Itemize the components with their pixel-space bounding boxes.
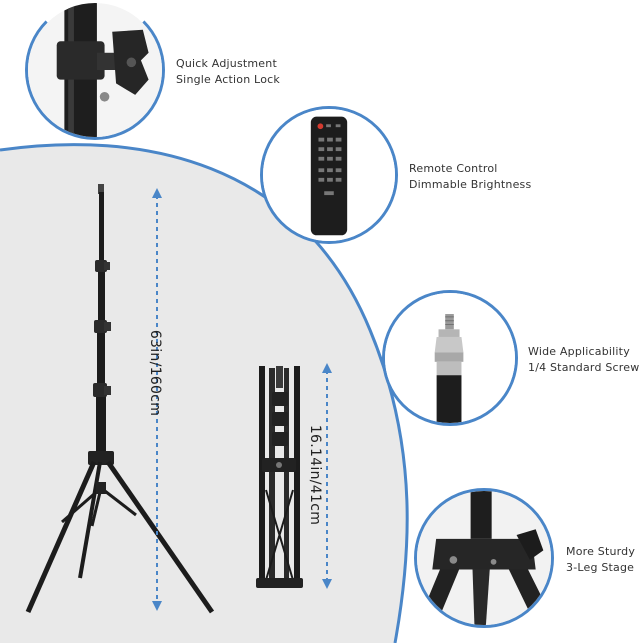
legs-detail-circle: [414, 488, 554, 628]
feature-label-remote: Remote Control Dimmable Brightness: [409, 161, 531, 193]
screw-mount-icon: [385, 293, 515, 423]
lock-detail-circle: [25, 0, 165, 140]
remote-detail-circle: [260, 106, 398, 244]
feature-label-screw: Wide Applicability 1/4 Standard Screw: [528, 344, 639, 376]
screw-detail-circle: [382, 290, 518, 426]
feature-subtitle: Dimmable Brightness: [409, 178, 532, 191]
feature-title: More Sturdy: [566, 545, 636, 558]
feature-title: Quick Adjustment: [176, 57, 277, 70]
feature-title: Wide Applicability: [528, 345, 630, 358]
feature-title: Remote Control: [409, 162, 498, 175]
leg-bracket-icon: [417, 491, 551, 625]
feature-label-lock: Quick Adjustment Single Action Lock: [176, 56, 280, 88]
remote-control-icon: [263, 109, 395, 241]
lock-knob-icon: [28, 3, 162, 137]
feature-subtitle: Single Action Lock: [176, 73, 280, 86]
feature-label-legs: More Sturdy 3-Leg Stage: [566, 544, 635, 576]
folded-height-label: 16.14in/41cm: [307, 424, 323, 526]
feature-subtitle: 3-Leg Stage: [566, 561, 635, 574]
feature-subtitle: 1/4 Standard Screw: [528, 361, 640, 374]
